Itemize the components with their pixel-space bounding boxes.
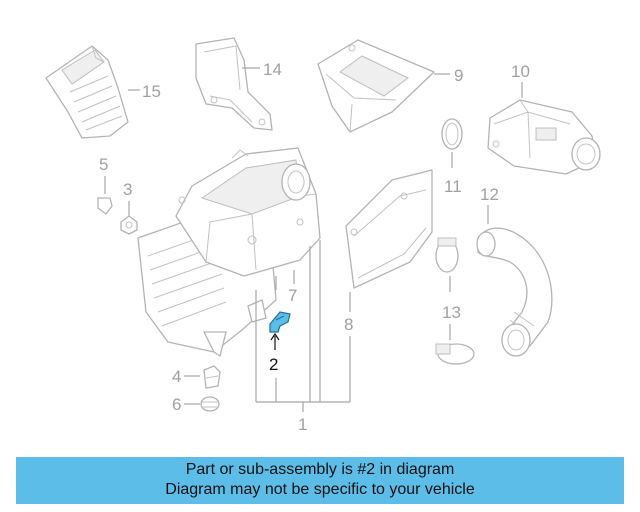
- banner-line-1: Part or sub-assembly is #2 in diagram: [185, 461, 455, 478]
- part-2-clip-highlighted: 2: [269, 311, 291, 374]
- callout-14: 14: [263, 60, 282, 79]
- part-12-hose: 12: [476, 185, 553, 357]
- info-banner: Part or sub-assembly is #2 in diagram Di…: [16, 457, 624, 504]
- callout-5: 5: [99, 155, 108, 174]
- part-3-nut: 3: [120, 180, 138, 235]
- callout-9: 9: [454, 66, 463, 85]
- part-11-o-ring: 11: [441, 118, 463, 196]
- callout-13: 13: [442, 303, 461, 322]
- banner-line-2: Diagram may not be specific to your vehi…: [165, 481, 475, 498]
- callout-4: 4: [172, 367, 181, 386]
- air-cleaner-housing: [137, 147, 321, 357]
- callout-2: 2: [269, 355, 278, 374]
- parts-diagram: 15 14 9 10 11 12: [45, 37, 601, 434]
- callout-12: 12: [480, 185, 499, 204]
- part-13-clamp: 13: [435, 237, 475, 365]
- part-1-leader-bracket: 1: [255, 240, 350, 434]
- callout-3: 3: [123, 180, 132, 199]
- callout-8: 8: [344, 315, 353, 334]
- callout-10: 10: [511, 62, 530, 81]
- part-7-label: 7: [288, 270, 297, 305]
- callout-1: 1: [298, 415, 307, 434]
- part-15-intake-duct: 15: [45, 45, 161, 139]
- callout-6: 6: [172, 395, 181, 414]
- part-6-grommet: 6: [172, 395, 220, 414]
- callout-15: 15: [142, 82, 161, 101]
- part-9-cover: 9: [317, 39, 463, 133]
- callout-7: 7: [288, 286, 297, 305]
- callout-11: 11: [444, 177, 462, 196]
- part-4-grommet: 4: [172, 365, 221, 389]
- part-14-bracket: 14: [195, 37, 282, 131]
- part-5-screw: 5: [97, 155, 113, 215]
- part-8-shield: 8: [344, 169, 433, 402]
- part-10-air-mass-sensor: 10: [487, 62, 601, 175]
